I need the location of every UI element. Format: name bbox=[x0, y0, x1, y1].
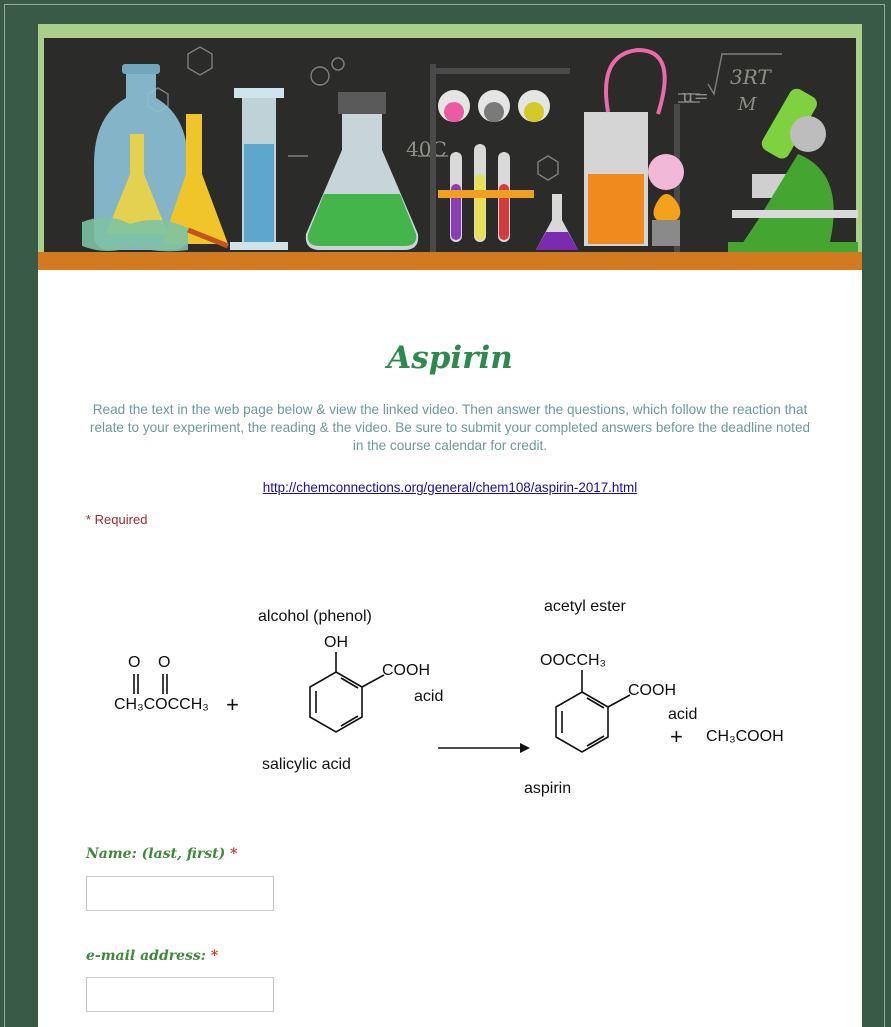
form-container: 3RT M 40C u= bbox=[38, 24, 862, 1027]
acetic-anhydride-formula: CH₃COCCH₃ bbox=[114, 696, 209, 713]
required-asterisk: * bbox=[210, 948, 219, 964]
form-description: Read the text in the web page below & vi… bbox=[89, 402, 811, 453]
question-label-name: Name: (last, first) * bbox=[86, 846, 237, 862]
acetyl-ester-label: acetyl ester bbox=[544, 598, 626, 615]
acetic-acid-formula: CH₃COOH bbox=[706, 728, 784, 745]
header-banner: 3RT M 40C u= bbox=[38, 24, 862, 270]
acid-label-1: acid bbox=[414, 688, 444, 705]
salicylic-oh: OH bbox=[324, 634, 348, 651]
email-input[interactable] bbox=[86, 977, 274, 1012]
aspirin-oocch3: OOCCH₃ bbox=[540, 652, 607, 669]
required-asterisk: * bbox=[230, 846, 238, 862]
question-email-text: e-mail address: bbox=[86, 948, 206, 964]
required-note: * Required bbox=[86, 512, 148, 527]
svg-text:3RT: 3RT bbox=[730, 65, 772, 89]
aspirin-name: aspirin bbox=[524, 780, 572, 797]
aspirin-cooh: COOH bbox=[628, 682, 676, 699]
svg-text:u=: u= bbox=[682, 86, 709, 107]
form-title: Aspirin bbox=[387, 340, 513, 376]
svg-text:40C: 40C bbox=[406, 137, 447, 161]
question-name-text: Name: (last, first) bbox=[86, 846, 226, 862]
salicylic-cooh: COOH bbox=[382, 662, 430, 679]
plus-sign-2: + bbox=[670, 724, 683, 749]
reaction-diagram: O O CH₃COCCH₃ + alcohol (phenol) OH COOH… bbox=[84, 590, 824, 800]
acid-label-2: acid bbox=[668, 706, 698, 723]
reading-link[interactable]: http://chemconnections.org/general/chem1… bbox=[262, 480, 638, 495]
reaction-structures bbox=[133, 652, 631, 753]
carbonyl-o-1: O bbox=[128, 654, 141, 671]
page-border bbox=[4, 4, 885, 1027]
plus-sign-1: + bbox=[226, 692, 239, 717]
chemistry-lab-illustration: 3RT M 40C u= bbox=[38, 24, 862, 270]
name-input[interactable] bbox=[86, 876, 274, 911]
alcohol-label: alcohol (phenol) bbox=[258, 608, 372, 625]
salicylic-acid-name: salicylic acid bbox=[262, 756, 351, 773]
carbonyl-o-2: O bbox=[158, 654, 171, 671]
svg-text:M: M bbox=[737, 94, 757, 115]
question-label-email: e-mail address: * bbox=[86, 948, 218, 964]
